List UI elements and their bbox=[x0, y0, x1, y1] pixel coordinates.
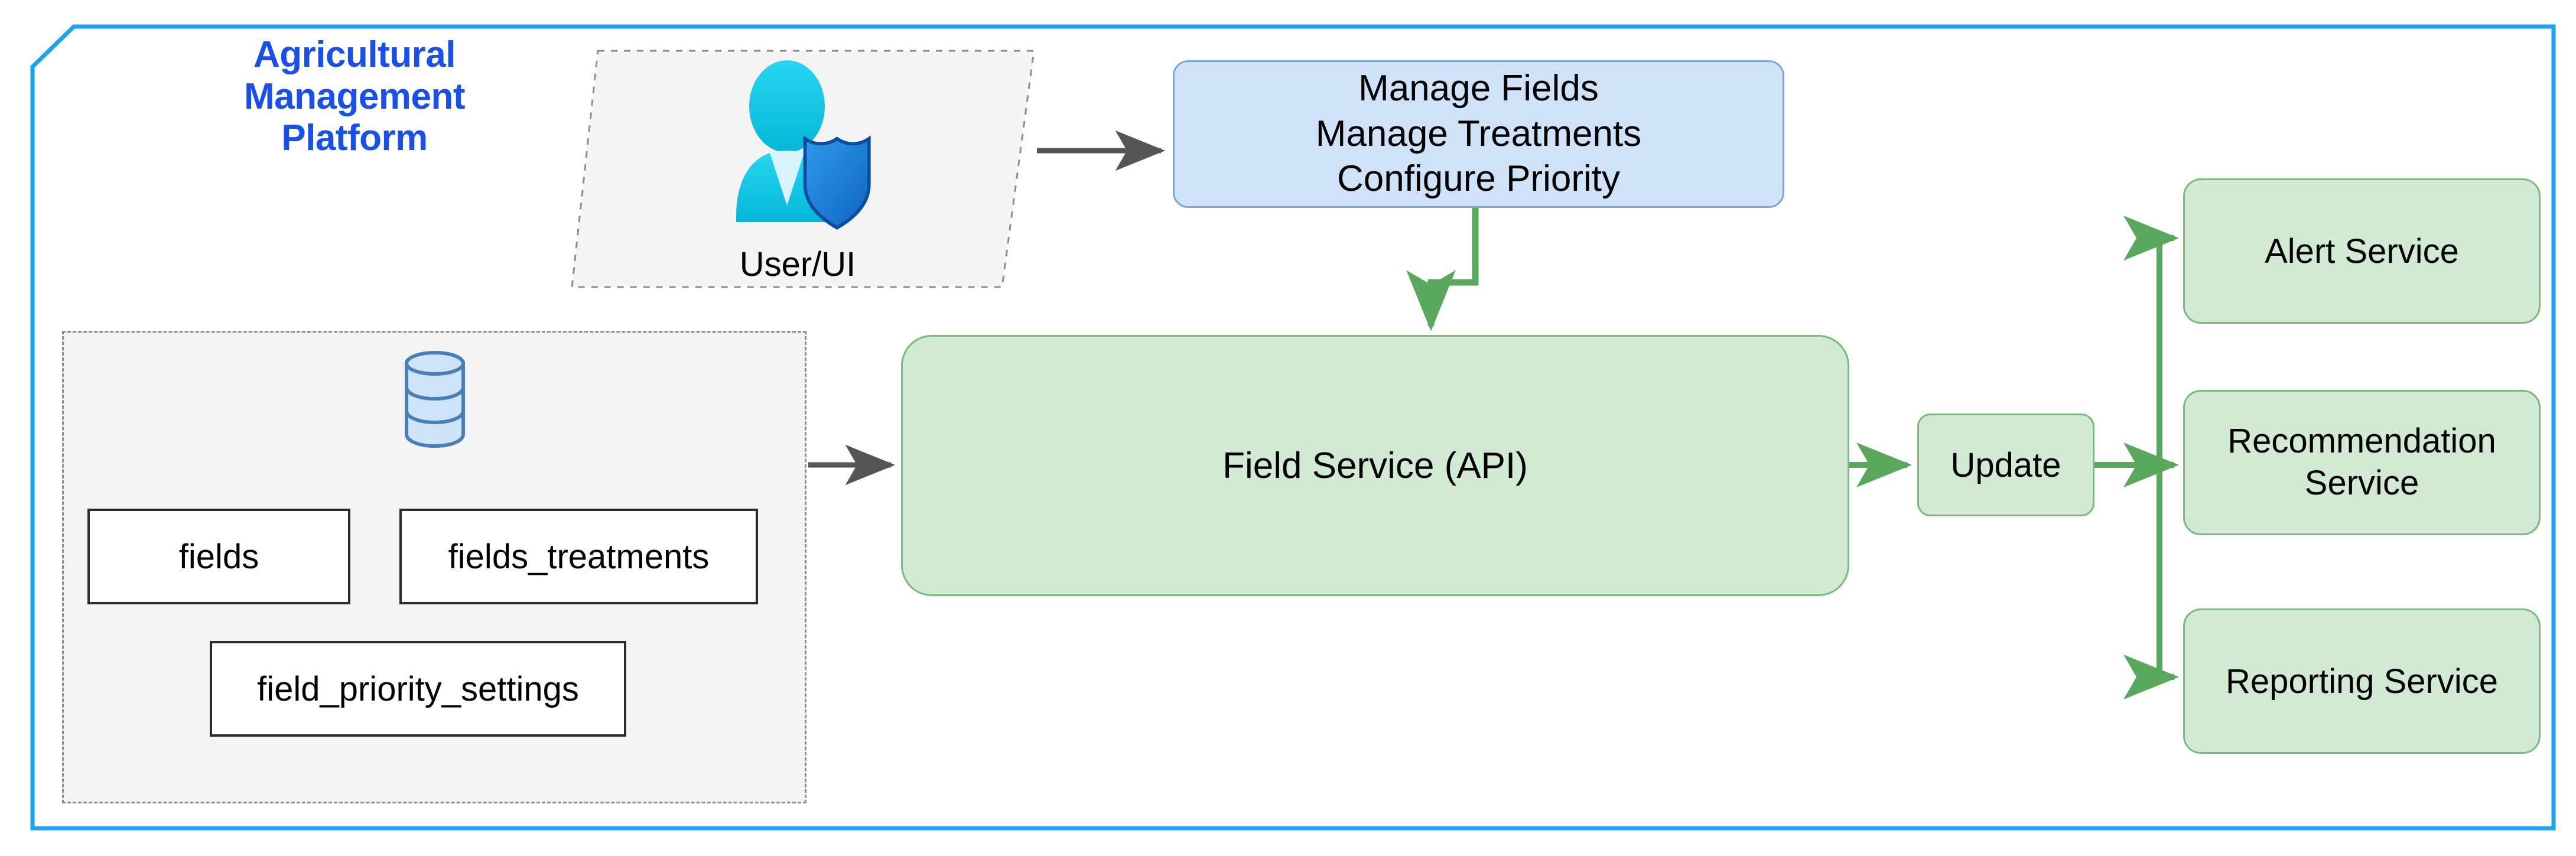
actor-label: User/UI bbox=[739, 245, 856, 284]
field-service-label: Field Service (API) bbox=[1222, 445, 1528, 486]
db-table-fields-treatments[interactable]: fields_treatments bbox=[399, 509, 758, 604]
reporting-service-label: Reporting Service bbox=[2226, 662, 2498, 701]
alert-service-label: Alert Service bbox=[2265, 232, 2459, 271]
actor-user-ui[interactable]: User/UI bbox=[567, 46, 1063, 294]
usecase-box[interactable]: Manage Fields Manage Treatments Configur… bbox=[1173, 60, 1784, 208]
db-table-label: fields_treatments bbox=[448, 537, 710, 576]
database-group: fields fields_treatments field_priority_… bbox=[62, 331, 806, 803]
reporting-service-node[interactable]: Reporting Service bbox=[2183, 608, 2541, 754]
recommendation-service-label: Recommendation Service bbox=[2227, 422, 2496, 502]
user-shield-icon bbox=[715, 58, 892, 241]
update-label: Update bbox=[1950, 445, 2061, 484]
edge-usecase-to-service bbox=[1406, 208, 1479, 331]
platform-title: Agricultural Management Platform bbox=[244, 34, 465, 159]
database-cylinder-icon bbox=[382, 346, 488, 452]
usecase-label: Manage Fields Manage Treatments Configur… bbox=[1315, 67, 1642, 200]
db-table-fields[interactable]: fields bbox=[87, 509, 350, 604]
update-node[interactable]: Update bbox=[1917, 414, 2094, 516]
alert-service-node[interactable]: Alert Service bbox=[2183, 178, 2541, 324]
db-table-label: fields bbox=[178, 537, 259, 576]
recommendation-service-node[interactable]: Recommendation Service bbox=[2183, 390, 2541, 535]
db-table-label: field_priority_settings bbox=[257, 669, 579, 708]
field-service-node[interactable]: Field Service (API) bbox=[901, 335, 1849, 596]
db-table-field-priority-settings[interactable]: field_priority_settings bbox=[210, 641, 626, 737]
